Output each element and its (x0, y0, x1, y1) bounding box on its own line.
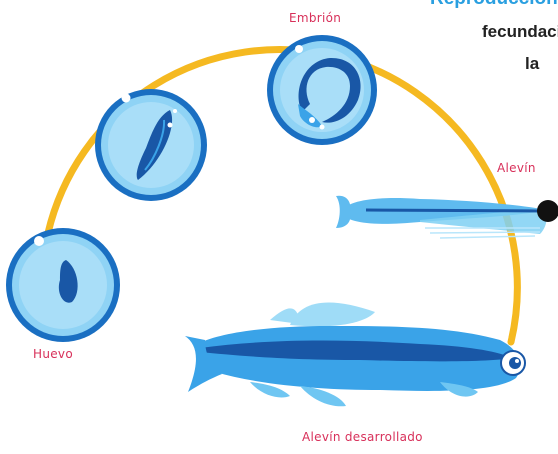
stage-label-developed-fry: Alevín desarrollado (302, 430, 423, 444)
stage-label-embryo: Embrión (289, 11, 341, 25)
early-embryo-illustration (95, 89, 207, 201)
stage-label-egg: Huevo (33, 347, 73, 361)
embryo-illustration (267, 35, 377, 145)
larva-illustration (336, 196, 558, 238)
stage-label-larva: Alevín (497, 161, 536, 175)
developed-fry-illustration (185, 302, 525, 406)
egg-stage-illustration (6, 228, 120, 342)
